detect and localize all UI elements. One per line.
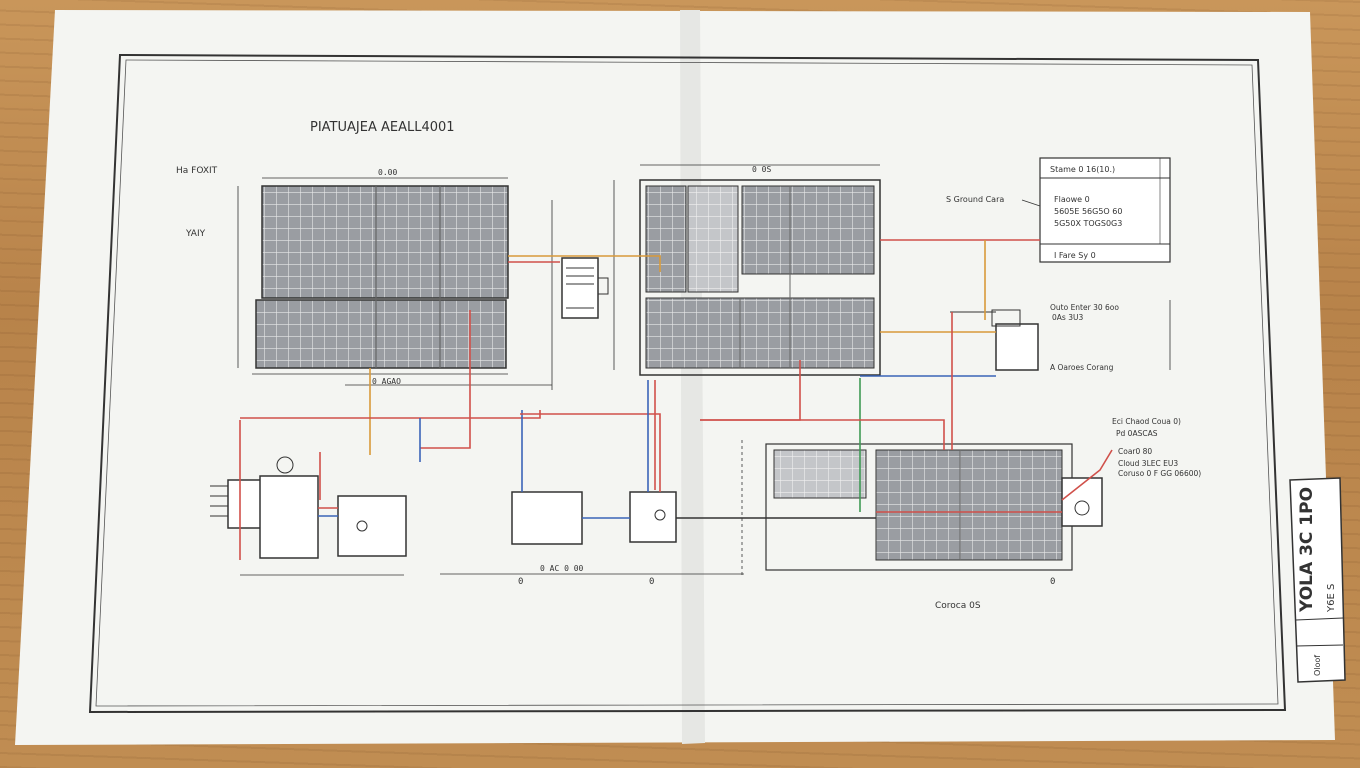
bottom-mark: 0: [649, 577, 654, 587]
inverter-a-label: Outo Enter 30 6oo: [1050, 303, 1119, 312]
legend-label: Coruso 0 F GG 06600): [1118, 469, 1201, 478]
spec-table-row: 5605E 56G5O 60: [1054, 207, 1122, 216]
center-top-dimension: 0 0S: [752, 165, 771, 174]
panel-top-dimension: 0.00: [378, 168, 397, 177]
inverter-center: [440, 440, 744, 576]
title-block-main: YOLA 3C 1PO: [1297, 487, 1317, 613]
drawing-title: PIATUAJEA AEALL4001: [310, 120, 455, 135]
legend-label: Pd 0ASCAS: [1116, 429, 1158, 438]
bottom-mark: 0: [1050, 577, 1055, 587]
inverter-a-sublabel: 0As 3U3: [1052, 313, 1083, 322]
title-block-small: Oloof: [1313, 655, 1322, 676]
bottom-mark: 0: [518, 577, 523, 587]
solar-panel-block: [261, 185, 509, 299]
battery-bank: [210, 456, 404, 576]
inverter-b-label: A Oaroes Corang: [1050, 363, 1114, 372]
legend-label: Coar0 80: [1118, 447, 1152, 456]
drawing-border-inner: [95, 59, 1279, 707]
combiner-box: [561, 180, 615, 370]
title-block: [1289, 477, 1346, 683]
spec-table-row: Flaowe 0: [1054, 195, 1090, 204]
bottom-dimension: 0 AC 0 00: [540, 564, 584, 573]
spec-table-header: Stame 0 16(10.): [1050, 165, 1115, 174]
spec-table: [1039, 157, 1171, 263]
solar-array-left: [237, 177, 553, 390]
solar-array-bottom-right: [765, 443, 1103, 571]
left-header-label: Ha FOXIT: [176, 166, 218, 176]
inverter-right: [950, 300, 1171, 371]
wiring: [239, 239, 1113, 560]
ground-note: S Ground Cara: [946, 195, 1004, 204]
panel-bottom-dimension: 0 AGAO: [372, 377, 401, 386]
drawing-border: [88, 53, 1287, 714]
solar-array-center: [639, 164, 881, 376]
spec-table-row: 5G50X TOGS0G3: [1054, 219, 1122, 228]
legend-label: Eci Chaod Coua 0): [1112, 417, 1181, 426]
legend-label: Cloud 3LEC EU3: [1118, 459, 1178, 468]
paper-sheet: [15, 10, 1335, 745]
spec-table-footer: I Fare Sy 0: [1054, 251, 1096, 260]
charge-controller: [337, 495, 407, 557]
left-side-label: YAIY: [185, 229, 206, 239]
bottom-caption: Coroca 0S: [935, 601, 981, 611]
solar-panel-block: [255, 299, 507, 369]
title-block-sub: Y6E S: [1326, 584, 1337, 613]
